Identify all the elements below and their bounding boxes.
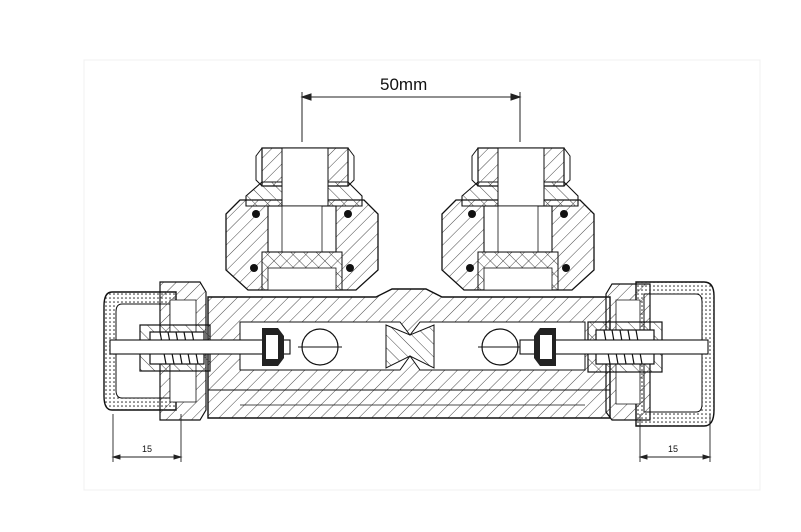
left-offset-dimension [111, 414, 183, 462]
left-stem [109, 328, 291, 366]
left-offset-label: 15 [142, 444, 152, 454]
right-stem [519, 328, 709, 366]
right-offset-dimension [638, 414, 712, 462]
center-spacing-dimension [300, 92, 522, 142]
right-offset-label: 15 [668, 444, 678, 454]
right-union-fitting [441, 147, 595, 291]
center-spacing-label: 50mm [380, 75, 427, 94]
left-union-fitting [225, 147, 379, 291]
internal-port-right [478, 328, 522, 366]
internal-port-left [298, 328, 342, 366]
